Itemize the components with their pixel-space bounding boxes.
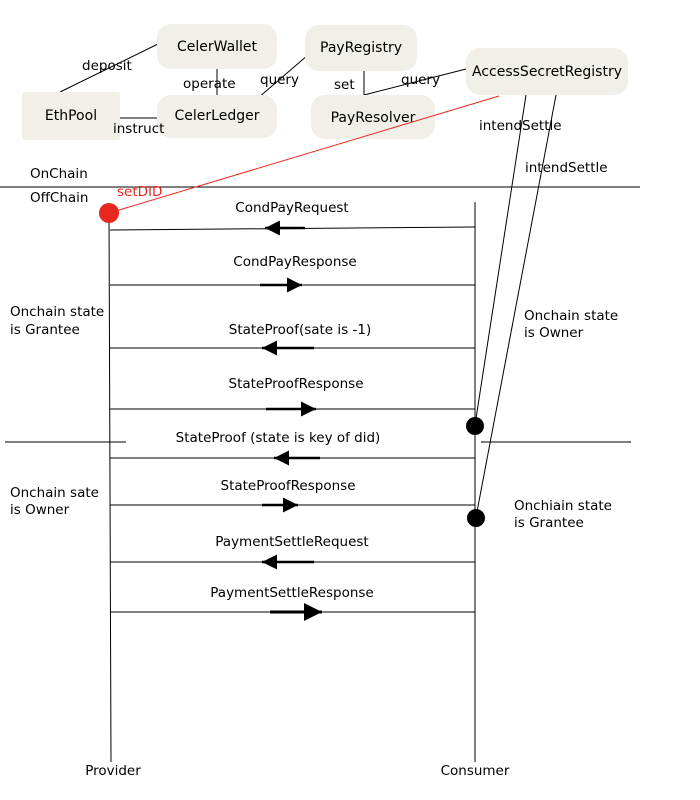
eth-pool-node: EthPool (22, 92, 120, 140)
deposit-edge (59, 41, 163, 93)
intend-settle-label-1: intendSettle (479, 118, 562, 134)
message-state-proof-2: StateProof (state is key of did) (110, 430, 475, 466)
message-label: StateProof (state is key of did) (176, 430, 381, 446)
message-state-proof-response-1: StateProofResponse (110, 376, 475, 417)
deposit-label: deposit (82, 58, 132, 74)
svg-text:is Grantee: is Grantee (10, 322, 80, 338)
set-did-dot (99, 203, 119, 223)
message-payment-settle-request: PaymentSettleRequest (110, 534, 475, 570)
intend-settle-line-1 (474, 94, 527, 426)
query-ledger-edge (257, 54, 309, 99)
message-cond-pay-request: CondPayRequest (109, 200, 476, 236)
svg-text:Onchain state: Onchain state (524, 308, 618, 324)
provider-state-note-2: Onchain sate is Owner (10, 485, 99, 518)
intend-settle-dot-2 (467, 509, 485, 527)
svg-text:Onchain sate: Onchain sate (10, 485, 99, 501)
message-label: CondPayRequest (235, 200, 348, 216)
message-label: CondPayResponse (233, 254, 356, 270)
celer-ledger-node: CelerLedger (157, 95, 277, 138)
pay-registry-label: PayRegistry (320, 40, 402, 56)
access-secret-registry-node: AccessSecretRegistry (466, 48, 628, 95)
message-label: StateProofResponse (229, 376, 364, 392)
message-state-proof-response-2: StateProofResponse (110, 478, 475, 513)
intend-settle-line-2 (475, 94, 557, 518)
svg-text:is Owner: is Owner (524, 325, 584, 341)
message-cond-pay-response: CondPayResponse (110, 254, 475, 293)
message-state-proof-1: StateProof(sate is -1) (110, 322, 475, 356)
query-resolver-edge (363, 67, 471, 96)
provider-state-note-1: Onchain state is Grantee (10, 304, 104, 338)
celer-ledger-label: CelerLedger (175, 108, 260, 124)
message-label: PaymentSettleResponse (210, 585, 373, 601)
svg-text:Onchiain state: Onchiain state (514, 498, 612, 514)
onchain-zone-label: OnChain (30, 166, 88, 182)
access-secret-registry-label: AccessSecretRegistry (472, 64, 622, 80)
eth-pool-label: EthPool (45, 108, 97, 124)
set-did-line (108, 95, 500, 214)
pay-resolver-label: PayResolver (331, 110, 416, 126)
pay-registry-node: PayRegistry (305, 25, 417, 71)
intend-settle-label-2: intendSettle (525, 160, 608, 176)
celer-wallet-label: CelerWallet (177, 39, 258, 55)
provider-lifeline (108, 212, 112, 763)
consumer-state-note-1: Onchain state is Owner (524, 308, 618, 341)
consumer-label: Consumer (441, 763, 510, 779)
pay-resolver-node: PayResolver (311, 95, 435, 139)
svg-text:Onchain state: Onchain state (10, 304, 104, 320)
svg-text:is Owner: is Owner (10, 502, 70, 518)
offchain-zone-label: OffChain (30, 190, 89, 206)
message-label: PaymentSettleRequest (215, 534, 368, 550)
query-ledger-label: query (260, 72, 299, 88)
message-label: StateProof(sate is -1) (229, 322, 371, 338)
operate-label: operate (183, 76, 236, 92)
set-did-label: setDID (117, 184, 162, 200)
intend-settle-dot-1 (466, 417, 484, 435)
query-resolver-label: query (401, 72, 440, 88)
instruct-label: instruct (113, 121, 164, 137)
message-payment-settle-response: PaymentSettleResponse (110, 585, 475, 621)
svg-text:is Grantee: is Grantee (514, 515, 584, 531)
celer-wallet-node: CelerWallet (157, 24, 277, 69)
set-label: set (334, 77, 355, 93)
message-label: StateProofResponse (221, 478, 356, 494)
consumer-state-note-2: Onchiain state is Grantee (514, 498, 612, 531)
provider-label: Provider (85, 763, 141, 779)
